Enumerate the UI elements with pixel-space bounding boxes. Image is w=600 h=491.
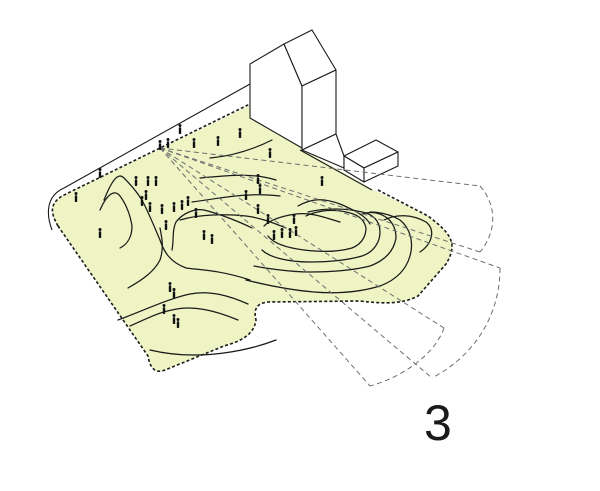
person-figure bbox=[202, 230, 206, 240]
person-figure bbox=[258, 184, 262, 194]
person-figure bbox=[256, 174, 260, 184]
person-figure bbox=[292, 214, 296, 224]
sightline-fan-southeast bbox=[159, 147, 501, 269]
person-figure bbox=[216, 136, 220, 146]
person-figure bbox=[146, 176, 150, 186]
person-figure bbox=[160, 204, 164, 214]
person-figure bbox=[164, 220, 168, 230]
person-figure bbox=[238, 128, 242, 138]
person-figure bbox=[288, 228, 292, 238]
person-figure bbox=[144, 190, 148, 200]
person-figure bbox=[194, 208, 198, 218]
person-figure bbox=[272, 230, 276, 240]
person-figure bbox=[74, 192, 78, 202]
person-figure bbox=[168, 282, 172, 292]
person-figure bbox=[294, 226, 298, 236]
person-figure bbox=[186, 196, 190, 206]
person-figure bbox=[98, 228, 102, 238]
person-figure bbox=[98, 168, 102, 178]
person-figure bbox=[172, 202, 176, 212]
site-boundary-dashed bbox=[51, 102, 453, 372]
sightline-fan-east bbox=[159, 147, 481, 187]
person-figure bbox=[192, 138, 196, 148]
person-figure bbox=[176, 318, 180, 328]
person-figure bbox=[154, 176, 158, 186]
person-figure bbox=[172, 314, 176, 324]
person-figure bbox=[158, 140, 162, 150]
person-figure bbox=[210, 234, 214, 244]
building-annex bbox=[299, 133, 399, 191]
building-tall bbox=[249, 29, 337, 151]
person-figure bbox=[256, 204, 260, 214]
person-figure bbox=[162, 304, 166, 314]
terrain-area bbox=[52, 103, 452, 372]
sightline-fans bbox=[159, 147, 501, 387]
person-figure bbox=[180, 200, 184, 210]
person-figure bbox=[244, 190, 248, 200]
person-figure bbox=[268, 148, 272, 158]
street-curb bbox=[47, 83, 251, 231]
person-figure bbox=[266, 214, 270, 224]
person-figure bbox=[166, 138, 170, 148]
person-figure bbox=[172, 288, 176, 298]
person-figure bbox=[320, 176, 324, 186]
person-figure bbox=[148, 202, 152, 212]
panel-number: 3 bbox=[424, 395, 452, 451]
person-figure bbox=[134, 176, 138, 186]
person-figure bbox=[140, 196, 144, 206]
person-figure bbox=[178, 124, 182, 134]
pedestrian-figures bbox=[74, 124, 324, 328]
person-figure bbox=[280, 228, 284, 238]
